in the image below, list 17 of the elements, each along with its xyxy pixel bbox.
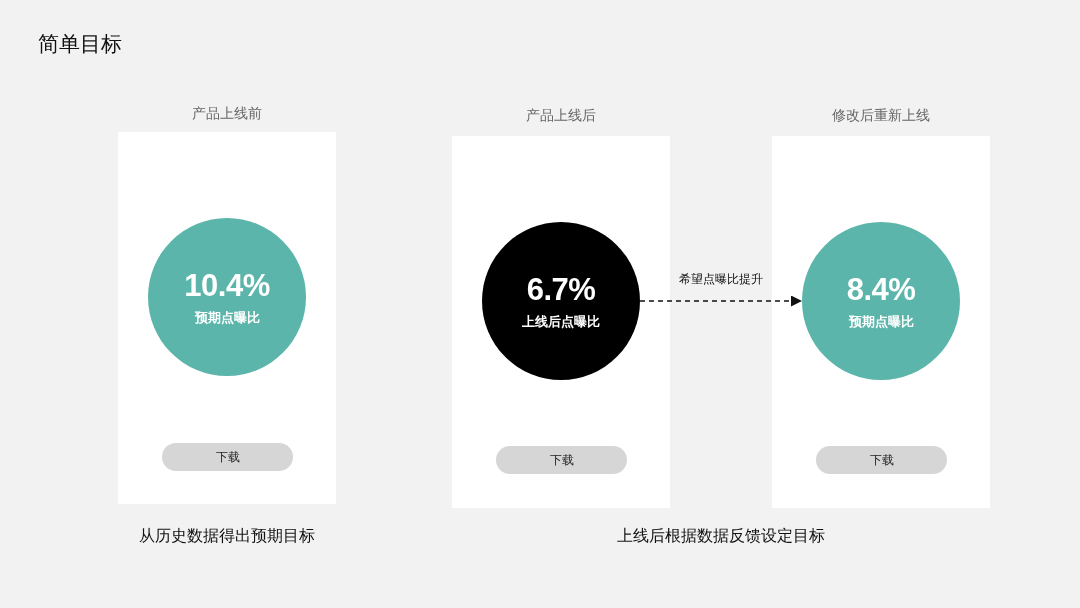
edge-label: 希望点曝比提升 (677, 271, 765, 287)
metric-value: 10.4% (184, 268, 270, 303)
screen-heading: 产品上线前 (192, 104, 262, 122)
metric-caption: 预期点曝比 (194, 308, 260, 326)
metric-caption: 上线后点曝比 (522, 312, 600, 330)
download-button: 下载 (162, 443, 293, 471)
metric-value: 8.4% (846, 272, 916, 307)
screen-heading: 产品上线后 (526, 106, 596, 124)
dashed-arrow (639, 295, 803, 307)
download-button: 下载 (496, 446, 627, 474)
metric-caption: 预期点曝比 (848, 312, 914, 330)
slide-caption: 从历史数据得出预期目标 (139, 526, 315, 546)
slide-caption: 上线后根据数据反馈设定目标 (617, 526, 825, 546)
slide-title: 简单目标 (38, 31, 122, 57)
metric-value: 6.7% (526, 272, 596, 307)
screen-heading: 修改后重新上线 (832, 106, 930, 124)
download-button: 下载 (816, 446, 947, 474)
